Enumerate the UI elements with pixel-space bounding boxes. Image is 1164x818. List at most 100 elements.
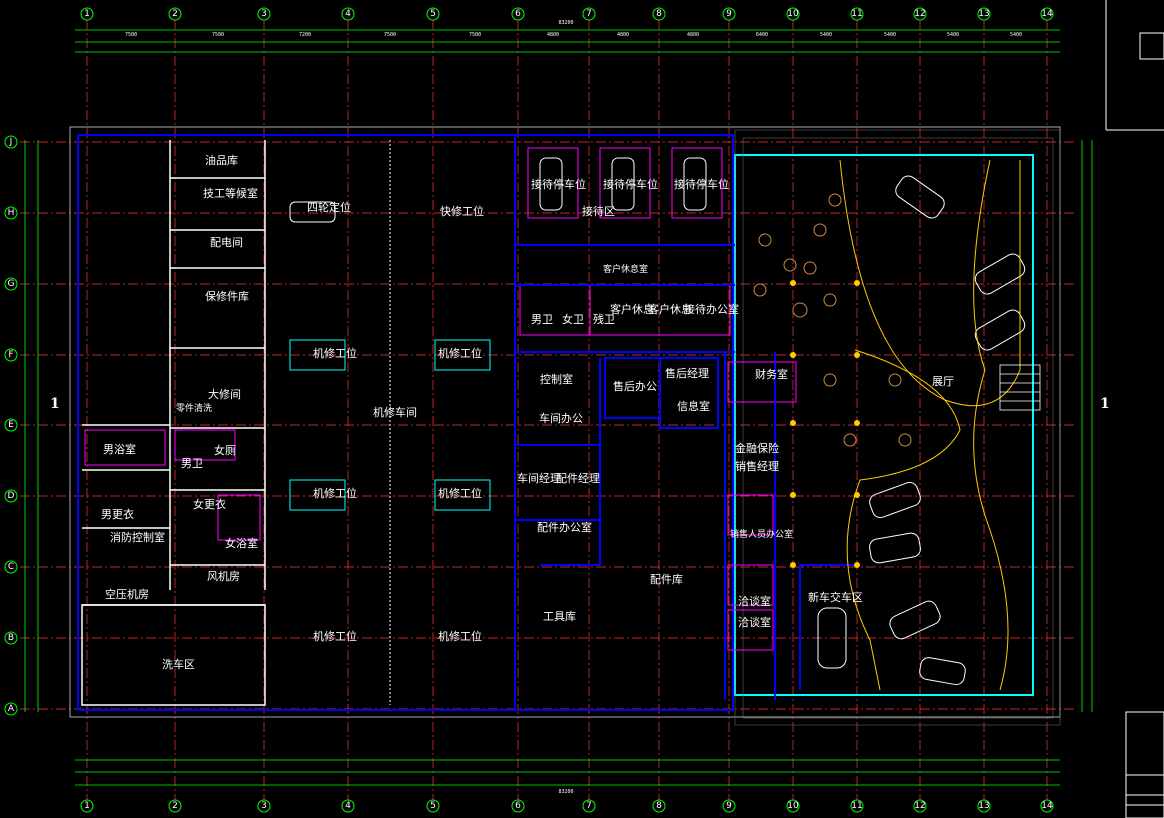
lift-symbols: [289, 339, 491, 511]
label-recv-bay-1: 接待停车位: [531, 177, 586, 191]
label-oil-store: 油品库: [205, 153, 238, 167]
axis-bubble-bottom-14: 14: [1040, 799, 1054, 813]
svg-text:H: H: [8, 208, 15, 218]
svg-text:7500: 7500: [469, 32, 481, 38]
axis-bubble-bottom-6: 6: [511, 799, 525, 813]
label-after-sales-office: 售后办公: [613, 379, 657, 393]
axis-bubble-bottom-12: 12: [913, 799, 927, 813]
axis-bubble-left-F: F: [4, 348, 18, 362]
axis-bubble-left-D: D: [4, 489, 18, 503]
label-after-sales-mgr: 售后经理: [665, 366, 709, 380]
label-info-room: 信息室: [677, 399, 710, 413]
label-sales-mgr: 销售经理: [735, 459, 779, 473]
service-zone-walls: [81, 140, 266, 706]
label-wc-m: 男卫: [531, 313, 553, 326]
label-repair-3: 机修工位: [313, 486, 357, 500]
svg-text:12: 12: [914, 9, 925, 19]
svg-text:5: 5: [430, 801, 436, 811]
label-four-wheel: 四轮定位: [307, 200, 351, 214]
svg-text:E: E: [8, 420, 14, 430]
svg-text:11: 11: [851, 801, 862, 811]
axis-bubble-bottom-13: 13: [977, 799, 991, 813]
svg-text:83200: 83200: [558, 20, 573, 26]
svg-text:A: A: [8, 704, 15, 714]
svg-text:5400: 5400: [884, 32, 896, 38]
svg-text:9: 9: [726, 801, 732, 811]
axis-bubble-left-H: H: [4, 206, 18, 220]
label-customer-lounge2: 客户休息: [648, 302, 692, 316]
svg-text:G: G: [8, 279, 15, 289]
svg-text:7500: 7500: [125, 32, 137, 38]
svg-text:7: 7: [586, 9, 592, 19]
svg-text:3: 3: [261, 9, 267, 19]
axis-bubble-bottom-9: 9: [722, 799, 736, 813]
axis-bubble-left-E: E: [4, 418, 18, 432]
label-customer-lounge1: 客户休息: [610, 302, 654, 316]
label-repair-6: 机修工位: [438, 629, 482, 643]
label-female-locker: 女更衣: [193, 497, 226, 511]
room-labels: 油品库 技工等候室 配电间 保修件库 大修间 零件清洗 男浴室 男卫 女厕 男更…: [101, 153, 954, 671]
svg-text:12: 12: [914, 801, 925, 811]
svg-text:5: 5: [430, 9, 436, 19]
axis-bubble-left-G: G: [4, 277, 18, 291]
axis-bubble-top-14: 14: [1040, 7, 1054, 21]
label-warranty-store: 保修件库: [205, 289, 249, 303]
showroom-stair: [999, 364, 1041, 411]
label-delivery: 新车交车区: [808, 590, 863, 604]
axis-bubble-top-11: 11: [850, 7, 864, 21]
label-workshop: 机修车间: [373, 405, 417, 419]
svg-text:8: 8: [656, 9, 662, 19]
label-overhaul: 大修间: [208, 387, 241, 401]
svg-text:11: 11: [851, 9, 862, 19]
label-finance-insurance: 金融保险: [735, 441, 779, 455]
axis-bubble-top-6: 6: [511, 7, 525, 21]
label-reception: 接待区: [582, 204, 615, 218]
svg-text:5400: 5400: [820, 32, 832, 38]
label-repair-4: 机修工位: [438, 486, 482, 500]
svg-text:14: 14: [1041, 9, 1053, 19]
label-showroom: 展厅: [932, 375, 954, 388]
axis-bubble-top-13: 13: [977, 7, 991, 21]
axis-bubble-left-A: A: [4, 702, 18, 716]
svg-text:6: 6: [515, 9, 521, 19]
label-male-wc: 男卫: [181, 457, 203, 470]
svg-text:7500: 7500: [384, 32, 396, 38]
label-negotiation2: 洽谈室: [738, 615, 771, 629]
label-workshop-office: 车间办公: [539, 411, 583, 425]
label-parts-office: 配件办公室: [537, 520, 592, 534]
svg-text:7: 7: [586, 801, 592, 811]
title-block: [1105, 0, 1164, 818]
svg-text:C: C: [8, 562, 14, 572]
label-tech-waiting: 技工等候室: [203, 186, 258, 200]
axis-bubble-top-12: 12: [913, 7, 927, 21]
svg-text:10: 10: [787, 801, 799, 811]
dimension-lines: [24, 29, 1093, 786]
svg-text:10: 10: [787, 9, 799, 19]
axis-bubble-top-5: 5: [426, 7, 440, 21]
label-power-room: 配电间: [210, 236, 243, 249]
svg-text:4: 4: [345, 9, 351, 19]
label-compressor: 空压机房: [105, 587, 149, 601]
axis-bubble-top-9: 9: [722, 7, 736, 21]
axis-bubble-bottom-1: 1: [80, 799, 94, 813]
dimension-texts: 7500 7500 7200 7500 7500 4800 4800 4800 …: [125, 20, 1022, 795]
svg-text:1: 1: [84, 801, 90, 811]
label-service-office: 接待办公室: [684, 302, 739, 316]
label-fire-control: 消防控制室: [110, 530, 165, 544]
column-markers: [790, 280, 860, 568]
label-recv-bay-3: 接待停车位: [674, 177, 729, 191]
axis-bubble-top-7: 7: [582, 7, 596, 21]
svg-text:4800: 4800: [617, 32, 629, 38]
axis-bubble-bottom-2: 2: [168, 799, 182, 813]
svg-text:83200: 83200: [558, 789, 573, 795]
sanitary-fixtures: [84, 284, 797, 651]
label-finance: 财务室: [755, 367, 788, 381]
label-female-shower: 女浴室: [225, 536, 258, 550]
car-outlines: [289, 157, 1026, 686]
label-male-locker: 男更衣: [101, 507, 134, 521]
label-negotiation1: 洽谈室: [738, 594, 771, 608]
svg-text:F: F: [8, 350, 13, 360]
